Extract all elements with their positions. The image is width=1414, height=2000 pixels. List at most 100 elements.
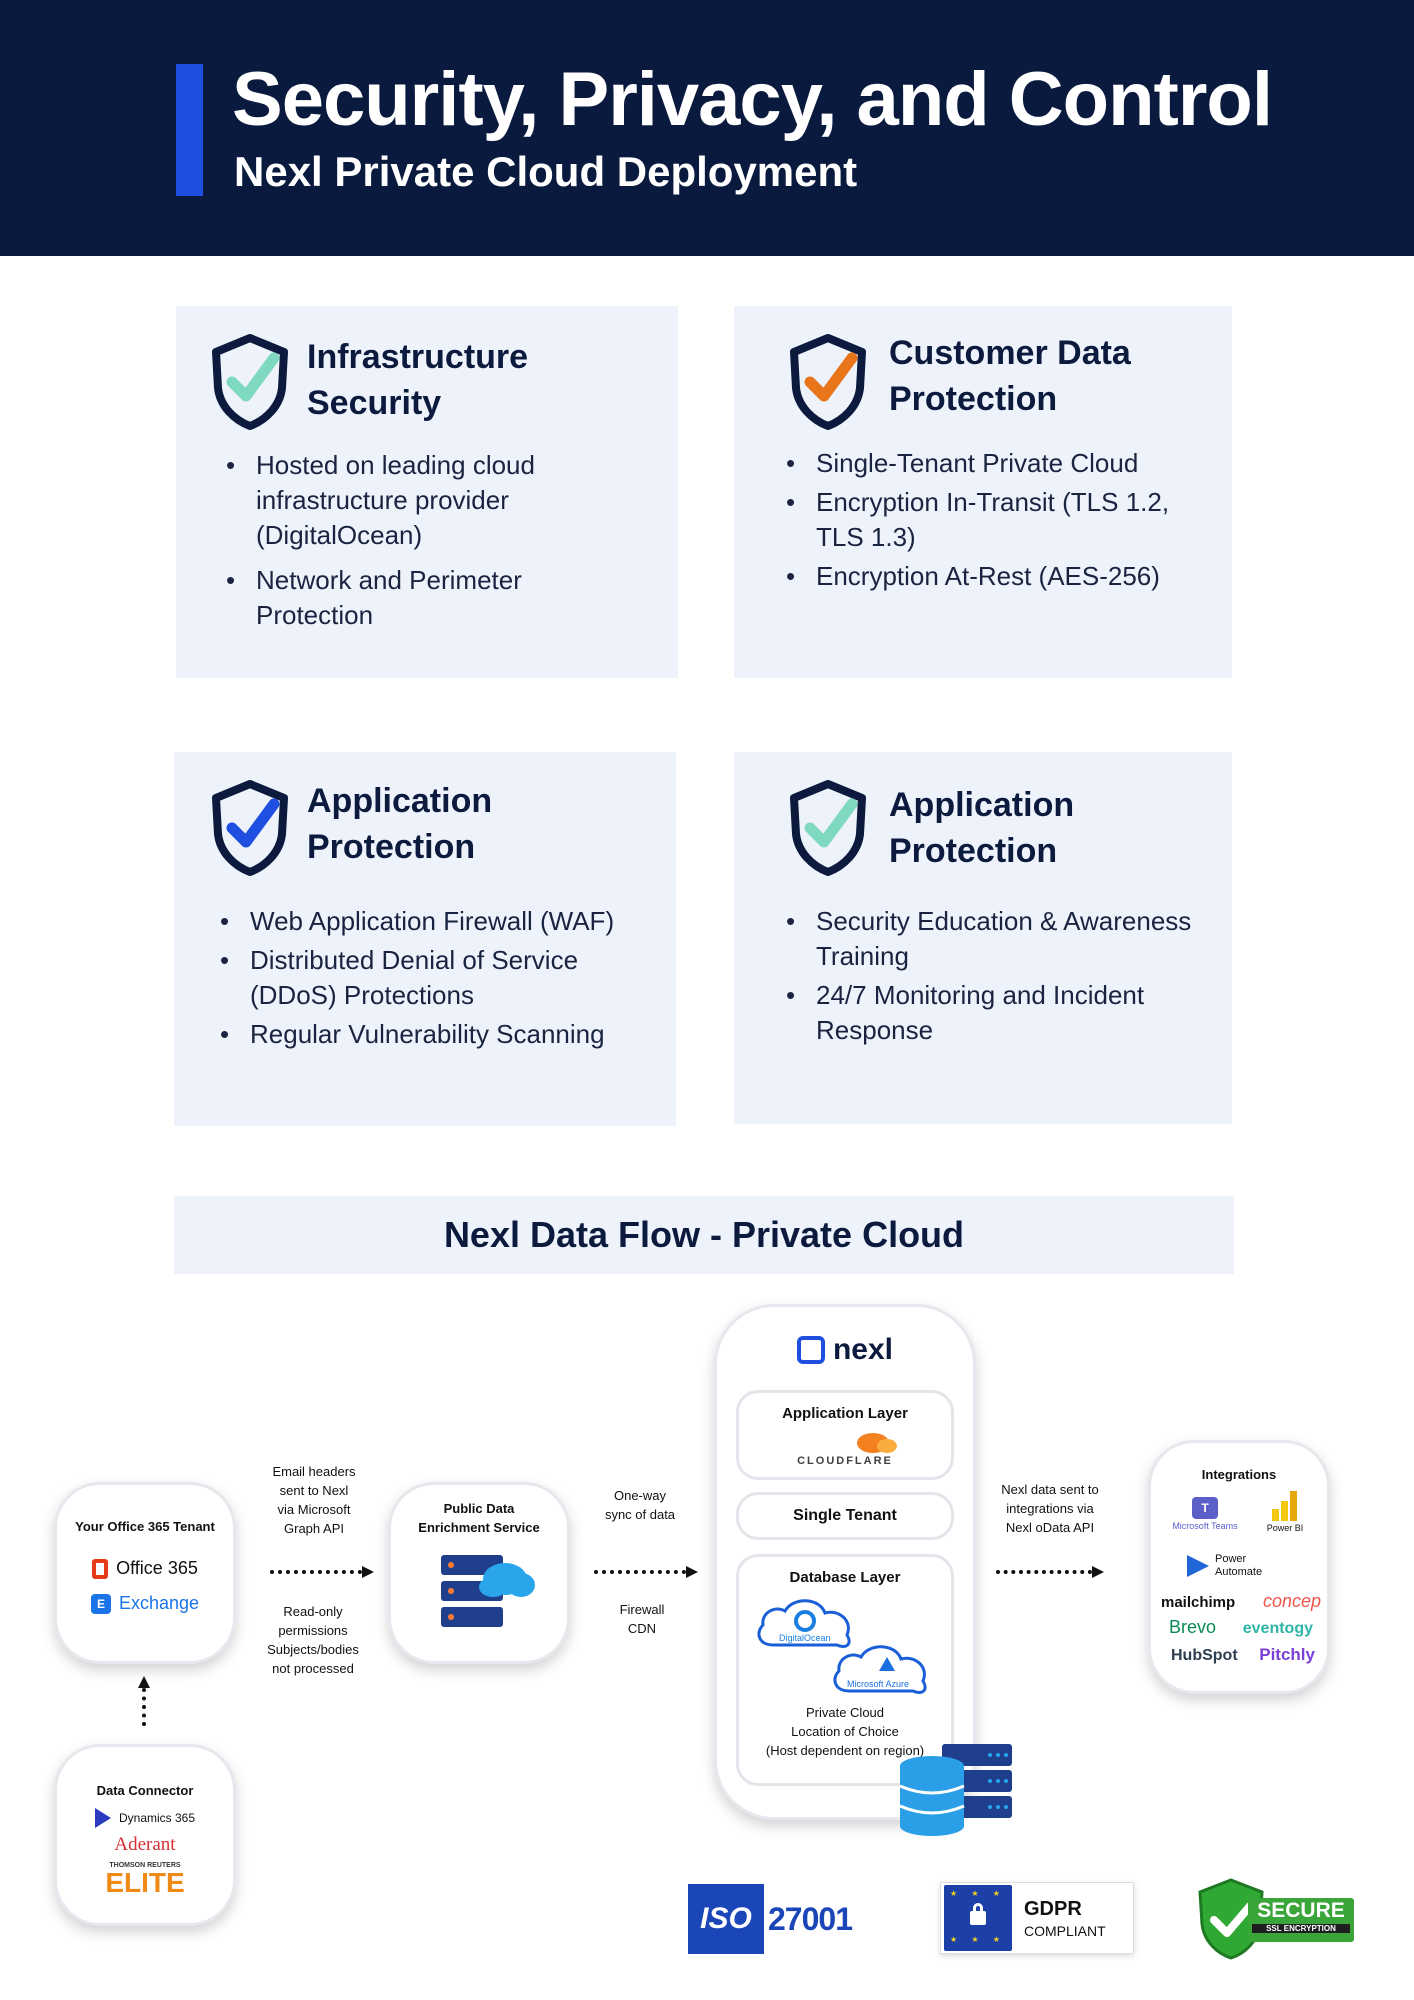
header-accent-bar — [176, 64, 203, 196]
tenant-to-enrichment-arrow — [270, 1566, 374, 1578]
card-bullets: Single-Tenant Private Cloud Encryption I… — [786, 446, 1206, 598]
note-line: Email headers — [272, 1464, 356, 1479]
integrations-logo-row-3: HubSpot Pitchly — [1171, 1645, 1315, 1665]
label-line: Automate — [1215, 1566, 1263, 1578]
card-title-line: Customer Data — [889, 334, 1131, 372]
note-line: One-way — [613, 1488, 667, 1503]
page-subtitle: Nexl Private Cloud Deployment — [234, 148, 858, 195]
card-title-line: Protection — [307, 828, 476, 866]
nexl-to-integrations-arrow — [996, 1566, 1104, 1578]
database-server-icon — [899, 1744, 1012, 1836]
single-tenant-label: Single Tenant — [793, 1507, 897, 1524]
gdpr-text: GDPR COMPLIANT — [1024, 1898, 1106, 1939]
dynamics-label: Dynamics 365 — [118, 1811, 196, 1825]
shield-check-icon — [790, 780, 866, 876]
aderant-logo: Aderant — [114, 1834, 176, 1855]
card-title-line: Application — [307, 782, 493, 820]
teams-logo: T Microsoft Teams — [1165, 1497, 1245, 1531]
card-bullets: Web Application Firewall (WAF) Distribut… — [220, 904, 660, 1056]
gdpr-label: GDPR — [1024, 1897, 1082, 1920]
card-bullets: Security Education & Awareness Training … — [786, 904, 1206, 1052]
bullet-item: Distributed Denial of Service (DDoS) Pro… — [220, 943, 660, 1013]
shield-check-icon — [212, 334, 288, 430]
card-title-line: Protection — [889, 832, 1058, 870]
one-way-sync-note: One-way sync of data — [592, 1486, 688, 1524]
office365-logo: Office 365 — [57, 1558, 233, 1579]
enrichment-to-nexl-arrow — [594, 1566, 698, 1578]
note-line: sent to Nexl — [279, 1483, 349, 1498]
elite-logo: ELITE — [105, 1867, 185, 1898]
cloudflare-cloud-icon — [857, 1433, 897, 1453]
bullet-item: Web Application Firewall (WAF) — [220, 904, 660, 939]
data-flow-title: Nexl Data Flow - Private Cloud — [174, 1196, 1234, 1274]
arrow-head — [362, 1566, 374, 1578]
cloudflare-label: CLOUDFLARE — [797, 1455, 893, 1467]
card-application-protection-training: Application Protection Security Educatio… — [734, 752, 1232, 1124]
integrations-logo-row-2: Brevo eventogy — [1169, 1617, 1313, 1638]
connector-title: Data Connector — [96, 1783, 194, 1798]
bullet-item: Network and Perimeter Protection — [226, 563, 646, 633]
arrow-dots — [142, 1688, 146, 1726]
eu-flag-lock-icon: ★ ★ ★ ★ ★ ★ — [944, 1885, 1012, 1951]
gdpr-sublabel: COMPLIANT — [1024, 1922, 1106, 1939]
gdpr-badge: ★ ★ ★ ★ ★ ★ GDPR COMPLIANT — [940, 1882, 1134, 1954]
dynamics-icon — [94, 1808, 111, 1828]
note-line: Nexl data sent to — [1001, 1482, 1099, 1497]
power-automate-label: Power Automate — [1215, 1553, 1262, 1579]
integrations-node: Integrations T Microsoft Teams Power BI … — [1148, 1440, 1330, 1694]
nexl-logo: nexl — [717, 1333, 973, 1367]
tenant-title: Your Office 365 Tenant — [75, 1519, 215, 1534]
brevo-logo: Brevo — [1169, 1617, 1217, 1637]
arrow-head — [138, 1676, 150, 1688]
card-customer-data-protection: Customer Data Protection Single-Tenant P… — [734, 306, 1232, 678]
bullet-item: Hosted on leading cloud infrastructure p… — [226, 448, 646, 553]
bullet-item: 24/7 Monitoring and Incident Response — [786, 978, 1206, 1048]
note-line: integrations via — [1006, 1501, 1094, 1516]
integrations-title: Integrations — [1201, 1467, 1277, 1482]
note-line: Firewall — [619, 1602, 665, 1617]
card-title-line: Protection — [889, 380, 1058, 418]
powerbi-icon — [1272, 1491, 1298, 1521]
teams-label: Microsoft Teams — [1172, 1521, 1238, 1531]
page-title: Security, Privacy, and Control — [232, 57, 1273, 142]
note-line: via Microsoft — [277, 1502, 351, 1517]
label-line: Power — [1215, 1553, 1247, 1565]
iso-number: 27001 — [768, 1900, 853, 1937]
pitchly-logo: Pitchly — [1259, 1645, 1315, 1664]
card-title: Customer Data Protection — [889, 330, 1131, 422]
note-line: (Host dependent on region) — [765, 1743, 925, 1758]
iso-27001-badge: ISO 27001 — [688, 1884, 854, 1954]
connector-to-tenant-arrow — [138, 1676, 150, 1726]
ssl-ribbon: SECURE SSL ENCRYPTION — [1248, 1898, 1354, 1942]
note-line: not processed — [272, 1661, 354, 1676]
card-title-line: Security — [307, 384, 442, 422]
powerbi-label: Power BI — [1266, 1523, 1304, 1533]
card-infrastructure-security: Infrastructure Security Hosted on leadin… — [176, 306, 678, 678]
note-line: Private Cloud — [805, 1705, 885, 1720]
card-title: Application Protection — [307, 778, 492, 870]
database-layer-box: Database Layer DigitalOcean Microsoft Az… — [736, 1554, 954, 1786]
mailchimp-logo: mailchimp — [1161, 1594, 1236, 1611]
nexl-wordmark: nexl — [832, 1333, 894, 1366]
hubspot-logo: HubSpot — [1171, 1647, 1238, 1664]
iso-logo: ISO — [688, 1884, 764, 1954]
app-layer-label: Application Layer — [782, 1405, 908, 1422]
single-tenant-box: Single Tenant — [736, 1492, 954, 1540]
note-line: Read-only — [283, 1604, 343, 1619]
card-title: Application Protection — [889, 782, 1074, 874]
arrow-dots — [996, 1570, 1092, 1574]
exchange-icon: E — [90, 1593, 111, 1614]
concep-logo: concep — [1262, 1591, 1321, 1611]
title-line: Enrichment Service — [418, 1520, 540, 1535]
enrichment-title: Public Data Enrichment Service — [391, 1499, 567, 1537]
bullet-item: Regular Vulnerability Scanning — [220, 1017, 660, 1052]
read-only-note: Read-only permissions Subjects/bodies no… — [254, 1602, 372, 1678]
note-line: Location of Choice — [791, 1724, 899, 1739]
teams-icon: T — [1192, 1497, 1218, 1519]
office365-tenant-node: Your Office 365 Tenant Office 365 E Exch… — [54, 1482, 236, 1664]
bullet-item: Single-Tenant Private Cloud — [786, 446, 1206, 481]
bullet-item: Security Education & Awareness Training — [786, 904, 1206, 974]
note-line: Subjects/bodies — [267, 1642, 359, 1657]
power-automate-logo: Power Automate — [1187, 1553, 1262, 1579]
note-line: CDN — [627, 1621, 657, 1636]
